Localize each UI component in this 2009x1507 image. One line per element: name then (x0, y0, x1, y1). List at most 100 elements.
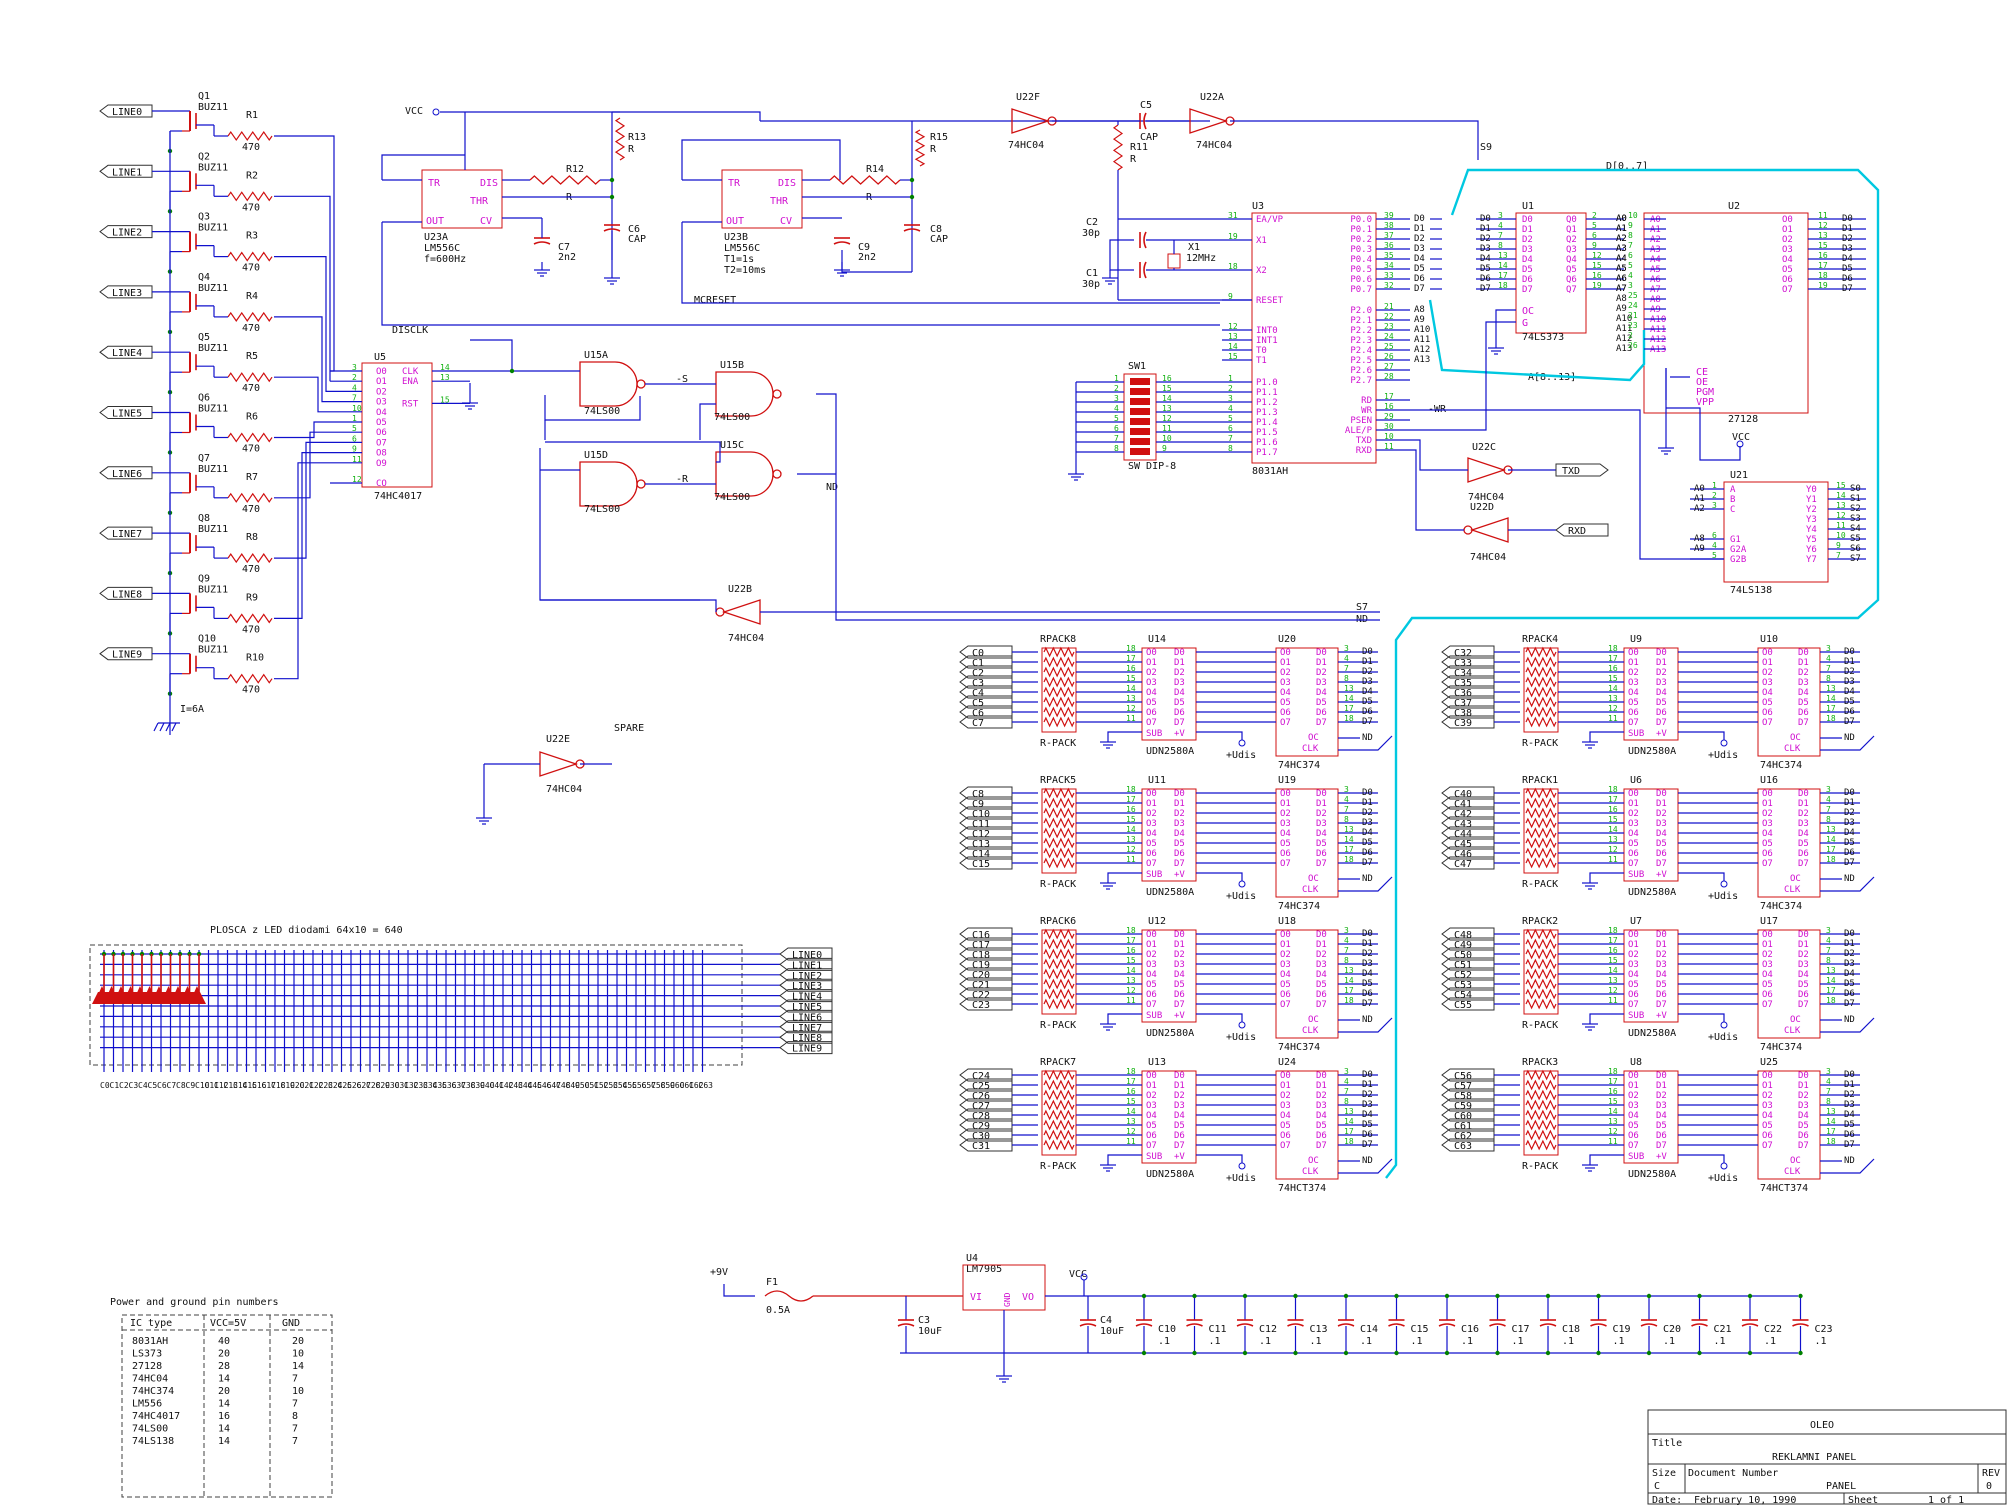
block-u12-col-tag-7-text: C23 (972, 1000, 990, 1011)
mcreset-wire (681, 222, 1220, 304)
block-u12-lat-d-2: D2 (1316, 950, 1327, 960)
u3-lpin-num: 9 (1228, 292, 1233, 301)
led-col-label-32: C32 (404, 1081, 419, 1090)
block-u12-lat-d-5: D5 (1316, 980, 1327, 990)
block-u11-vdis-wire (1196, 872, 1243, 881)
r12-resistor (529, 175, 601, 185)
u5-pin-num: 9 (352, 445, 357, 454)
bypass-cap-value-9: .1 (1613, 1336, 1625, 1347)
u1-pin-num: 13 (1498, 251, 1508, 260)
u21-out-4: Y4 (1806, 525, 1817, 535)
block-u12-col-tag-6-text: C22 (972, 990, 990, 1001)
block-u6-lat-q-1: O1 (1762, 799, 1773, 809)
led-col-label-20: C20 (290, 1081, 305, 1090)
block-u13-drv-in-4: O4 (1146, 1111, 1157, 1121)
u5-rpin-RST: RST (402, 399, 419, 409)
block-u14-lat-pin: 14 (1344, 694, 1354, 703)
c8-ref: C8 (930, 224, 942, 235)
address-bus-label: A[8..13] (1528, 372, 1576, 383)
driver-8-line-tag-text: LINE7 (112, 529, 142, 540)
u3-rpin-num: 36 (1384, 241, 1394, 250)
block-u13-lat-q-2: O2 (1280, 1091, 1291, 1101)
driver-current-note: I=6A (180, 704, 204, 715)
block-u13-drv-in-0: O0 (1146, 1071, 1157, 1081)
u3-rpin-num: 32 (1384, 281, 1394, 290)
block-u13-drv-part: UDN2580A (1146, 1169, 1194, 1180)
dip-pin-num: 4 (1114, 404, 1119, 413)
block-u11-lat-d-3: D3 (1316, 819, 1327, 829)
block-u12-lat-q-3: O3 (1280, 960, 1291, 970)
block-u14-col-tag-3-text: C3 (972, 678, 984, 689)
pin-table-vcc-6: 16 (218, 1411, 230, 1422)
block-u13-lat-d-0: D0 (1316, 1071, 1327, 1081)
block-u12-drv-pin: 16 (1126, 946, 1136, 955)
block-u7-drv-in-7: O7 (1628, 1000, 1639, 1010)
block-u8-rpack-res-4 (1525, 1109, 1557, 1121)
block-u7-lat-q-0: O0 (1762, 930, 1773, 940)
u5-pin-O5: O5 (376, 418, 387, 428)
block-u7-drv-pin: 11 (1608, 996, 1618, 1005)
block-u9-lat-q-1: O1 (1762, 658, 1773, 668)
u21-out-5: Y5 (1806, 535, 1817, 545)
driver-2-resistor (227, 191, 273, 202)
eprom-vcc-label: VCC (1732, 432, 1750, 443)
block-u13-lat-q-7: O7 (1280, 1141, 1291, 1151)
block-u12-drv-in-0: O0 (1146, 930, 1157, 940)
block-u11-drv-pin: 18 (1126, 785, 1136, 794)
block-u6-col-tag-2-text: C42 (1454, 809, 1472, 820)
block-u11-lat-bus-net-1: D1 (1362, 798, 1373, 808)
led-col-label-2: C2 (119, 1081, 129, 1090)
u21-out-num: 10 (1836, 531, 1846, 540)
block-u13-drv-body (1141, 1070, 1197, 1164)
block-u12-sub-wire (1107, 1013, 1142, 1016)
u2-symbol (1643, 212, 1809, 414)
block-u9-vdis-wire (1678, 731, 1725, 740)
pin-table-vcc-8: 14 (218, 1436, 230, 1447)
r15-resistor (914, 129, 926, 167)
u21-in-net-4: A9 (1694, 544, 1705, 554)
p0-net-2: D2 (1414, 234, 1425, 244)
block-u12-drv-in-5: O5 (1146, 980, 1157, 990)
u5-pin-num: 10 (352, 404, 362, 413)
block-u9-lat-q-7: O7 (1762, 718, 1773, 728)
u1-pin-num: 18 (1498, 281, 1508, 290)
bypass-cap-ref-11: C21 (1714, 1324, 1732, 1335)
bypass-top-dot (1343, 1293, 1349, 1299)
block-u11-drv-body (1141, 788, 1197, 882)
bypass-bottom-dot (1242, 1350, 1248, 1356)
block-u9-drv-pin: 16 (1608, 664, 1618, 673)
block-u9-lat-q-5: O5 (1762, 698, 1773, 708)
p2-net-5: A13 (1414, 355, 1430, 365)
block-u14-lat-q-1: O1 (1280, 658, 1291, 668)
p2-net-4: A12 (1414, 345, 1430, 355)
led-line-tag-9-text: LINE9 (792, 1044, 822, 1055)
led-col-label-39: C39 (471, 1081, 486, 1090)
block-u6-drv-pin: 17 (1608, 795, 1618, 804)
block-u11-lat-pin: 8 (1344, 815, 1349, 824)
bypass-bottom-dot (1545, 1350, 1551, 1356)
block-u8-lat-q-7: O7 (1762, 1141, 1773, 1151)
led-col-label-15: C15 (243, 1081, 258, 1090)
u2-o-pin-3: O3 (1782, 245, 1793, 255)
led-col-label-34: C34 (423, 1081, 438, 1090)
block-u13-clk-wire (1338, 1158, 1393, 1174)
block-u14-lat-q-0: O0 (1280, 648, 1291, 658)
block-u11-lat-pin: 13 (1344, 825, 1354, 834)
bypass-top-dot (1293, 1293, 1298, 1299)
bypass-cap-ref-7: C17 (1512, 1324, 1530, 1335)
block-u7-drv-pin: 14 (1608, 966, 1618, 975)
driver-5-resistor (227, 372, 273, 383)
spare-label: SPARE (614, 723, 644, 734)
block-u8-drv-out-3: D3 (1656, 1101, 1667, 1111)
block-u14-col-tag-0-text: C0 (972, 648, 984, 659)
led-col-label-17: C17 (262, 1081, 277, 1090)
block-u8-col-tag-1-text: C57 (1454, 1081, 1472, 1092)
u21-wr-wire (1410, 409, 1724, 560)
u1-pin-num: 4 (1498, 221, 1503, 230)
s-label: -S (676, 374, 688, 385)
thr-node (609, 194, 615, 200)
u22f-part: 74HC04 (1008, 140, 1044, 151)
u22f-triangle (1011, 108, 1051, 134)
u3-rpin-P0.6: P0.6 (1350, 275, 1372, 285)
u1-d-net-1: D1 (1480, 224, 1491, 234)
